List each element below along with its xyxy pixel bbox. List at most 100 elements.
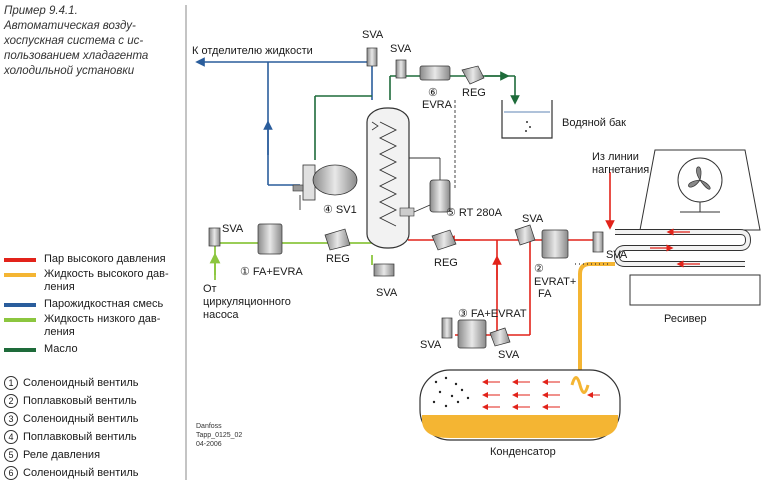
numbered-legend-item: 1 Соленоидный вентиль [4, 374, 184, 392]
receiver-box [629, 274, 761, 306]
bubble [456, 400, 460, 404]
valve-reg-top [461, 65, 485, 85]
label-sv1: ④ SV1 [323, 204, 357, 216]
number-circle: 2 [4, 394, 18, 408]
label-from-circ-2: циркуляционного [203, 296, 291, 308]
label-to-separator: К отделителю жидкости [192, 45, 313, 57]
valve-fa-evrat3 [457, 319, 487, 349]
mixture-lines [195, 57, 373, 186]
valve-sva-left [208, 227, 221, 247]
bubble [444, 404, 448, 408]
valve-evrat-fa [541, 229, 569, 259]
water-tank [501, 100, 553, 139]
number-circle: 3 [4, 412, 18, 426]
caption-line: Пример 9.4.1. [4, 5, 78, 17]
bubble [432, 400, 436, 404]
label-evrat-1: EVRAT+ [534, 276, 576, 288]
valve-evra6 [419, 65, 451, 81]
condenser-vessel [419, 369, 621, 441]
valve-sva-top2 [395, 59, 407, 79]
caption-line: хоспускная система с ис- [4, 35, 144, 47]
condenser-unit [613, 149, 761, 306]
legend-item: Парожидкостная смесь [4, 298, 184, 313]
label-sva-left: SVA [222, 223, 244, 235]
sv1-float [312, 164, 358, 196]
legend-label-line: ления [44, 281, 75, 293]
numbered-legend-item: 3 Соленоидный вентиль [4, 410, 184, 428]
label-from-circ-3: насоса [203, 309, 239, 321]
label-sva-top2: SVA [390, 43, 412, 55]
legend-label: Жидкость высокого дав- ления [44, 268, 169, 294]
color-legend: Пар высокого давления Жидкость высокого … [4, 253, 184, 358]
condenser-coil-inner [614, 230, 751, 266]
number-circle: 5 [4, 448, 18, 462]
label-evra6-num: ⑥ [428, 87, 438, 99]
label-evrat-num: ② [534, 263, 544, 275]
legend-label: Парожидкостная смесь [44, 298, 164, 310]
legend-label: Масло [44, 343, 78, 355]
label-evra6: EVRA [422, 99, 453, 111]
numbered-legend-label: Реле давления [23, 449, 101, 461]
valve-sva-3-left [441, 317, 453, 339]
sv1-port [292, 184, 304, 192]
number-circle: 1 [4, 376, 18, 390]
separator-coil [378, 121, 398, 227]
legend-item: Масло [4, 343, 184, 358]
valves [208, 47, 604, 349]
diagram-labels: К отделителю жидкости SVA SVA ⑥ EVRA REG… [192, 29, 707, 458]
legend-swatch [4, 318, 36, 322]
label-rt280a: ⑤ RT 280A [446, 207, 503, 219]
legend-swatch [4, 258, 36, 262]
legend-item: Пар высокого давления [4, 253, 184, 268]
label-from-discharge-2: нагнетания [592, 164, 649, 176]
legend-label-line: Жидкость низкого дав- [44, 313, 161, 325]
separator-body [366, 107, 410, 249]
condenser-inlet-flow [570, 376, 590, 394]
tank-bubble [525, 130, 527, 132]
valve-sva-bottom [373, 263, 395, 277]
caption-line: холодильной установки [4, 65, 135, 77]
numbered-legend-label: Поплавковый вентиль [23, 395, 137, 407]
label-water-tank: Водяной бак [562, 117, 626, 129]
valve-sva-3-right [489, 327, 511, 347]
bubble [434, 380, 438, 384]
hp-liquid-lines [575, 262, 615, 370]
float-valve-sv1 [292, 164, 358, 201]
label-sva-3-left: SVA [420, 339, 442, 351]
tank-outline [501, 100, 553, 139]
numbered-legend-item: 6 Соленоидный вентиль [4, 464, 184, 482]
bubble [444, 376, 448, 380]
legend-label-line: ления [44, 326, 75, 338]
bubble [450, 394, 454, 398]
condenser-flow-arrows [482, 379, 600, 410]
numbered-legend-item: 2 Поплавковый вентиль [4, 392, 184, 410]
oil-lines [314, 71, 520, 160]
pressure-switch-rt280a [399, 179, 451, 217]
valve-fa-evra [257, 223, 283, 255]
bubble [454, 382, 458, 386]
label-danfoss-2: Tapp_0125_02 [196, 432, 242, 439]
label-evrat-2: FA [538, 288, 552, 300]
label-danfoss-3: 04-2006 [196, 441, 222, 448]
label-fa-evrat3: ③ FA+EVRAT [458, 308, 527, 320]
separator-coil-detail [371, 121, 379, 131]
label-reg-top: REG [462, 87, 486, 99]
figure-caption: Пример 9.4.1. Автоматическая возду- хосп… [4, 4, 179, 79]
label-danfoss-1: Danfoss [196, 423, 222, 430]
label-from-circ-1: От [203, 283, 217, 295]
valve-sva-mid [514, 224, 536, 246]
numbered-legend-label: Соленоидный вентиль [23, 377, 139, 389]
number-circle: 4 [4, 430, 18, 444]
numbered-legend-label: Соленоидный вентиль [23, 413, 139, 425]
fan-blades-icon [688, 166, 711, 190]
bubble [460, 388, 464, 392]
rt280a-body [429, 179, 451, 213]
label-from-discharge-1: Из линии [592, 151, 639, 163]
valve-reg-mid [324, 228, 351, 251]
rt280a-connector [399, 207, 415, 217]
numbered-legend-label: Соленоидный вентиль [23, 467, 139, 479]
number-circle: 6 [4, 466, 18, 480]
label-reg-mid: REG [326, 253, 350, 265]
